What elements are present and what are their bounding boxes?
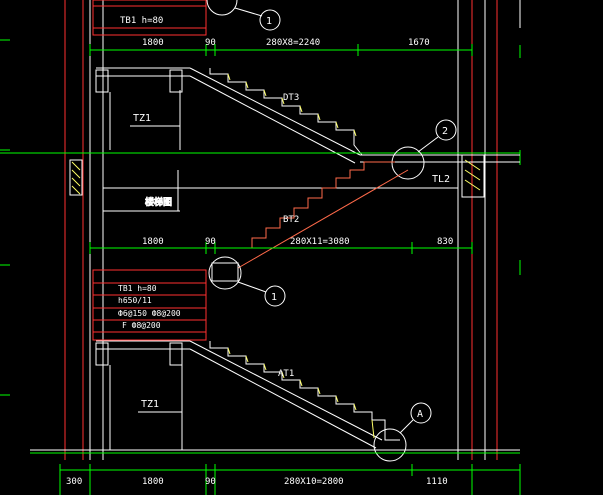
middle-landing-hatch xyxy=(71,159,481,195)
tb1-top-box xyxy=(92,0,207,36)
dim-r3-c: 90 xyxy=(205,477,216,487)
flight-at1 xyxy=(209,341,400,441)
callout-number-1: 1 xyxy=(266,16,272,27)
upper-landing xyxy=(95,67,361,164)
upper-landing-beam xyxy=(95,69,109,93)
upper-landing-beam-2 xyxy=(169,69,183,93)
callout-number-4: A xyxy=(417,409,423,420)
callout-number-3: 1 xyxy=(271,292,277,303)
tb1-top-label: TB1 h=80 xyxy=(120,16,163,26)
callout-2: 2 TL2 xyxy=(391,119,457,185)
tz1-lower: TZ1 xyxy=(138,365,183,450)
callout-circle-2 xyxy=(435,119,457,141)
dimension-row-1 xyxy=(89,44,473,56)
dim-r1-a: 1800 xyxy=(142,38,164,48)
dim-r3-e: 1110 xyxy=(426,477,448,487)
dt3-label: DT3 xyxy=(283,93,299,103)
tb1-mid-note0: h650/11 xyxy=(118,296,152,305)
left-hatch-block xyxy=(69,159,83,196)
edge-ticks xyxy=(0,39,521,396)
flight-dt3-hatch xyxy=(227,73,357,137)
callout-number-2: 2 xyxy=(442,126,448,137)
tb1-mid-box xyxy=(92,269,207,341)
dim-r3-a: 300 xyxy=(66,477,82,487)
flight-at1-hatch xyxy=(227,347,375,439)
dim-r2-a: 1800 xyxy=(142,237,164,247)
tz1-lower-label: TZ1 xyxy=(141,399,159,410)
dim-r3-d: 280X10=2800 xyxy=(284,477,344,487)
dim-r3-b: 1800 xyxy=(142,477,164,487)
lower-landing-beam-2 xyxy=(169,342,183,366)
tl2-beam xyxy=(461,154,485,198)
flight-dt3 xyxy=(209,68,363,156)
tz1-upper-label: TZ1 xyxy=(133,113,151,124)
dimension-row-2-text: 1800 90 280X11=3080 830 xyxy=(142,237,453,247)
dimension-row-2 xyxy=(89,242,473,254)
callout-3: 1 xyxy=(208,256,286,307)
dimension-row-3 xyxy=(59,464,521,495)
callout-circle-3 xyxy=(264,285,286,307)
lower-landing-beam xyxy=(95,342,109,366)
dim-r1-b: 90 xyxy=(205,38,216,48)
section-lines: 楼梯图 xyxy=(103,170,458,212)
tz1-upper: TZ1 xyxy=(130,90,181,150)
tb1-mid-note2: F Ф8@200 xyxy=(122,321,161,330)
at1-label: AT1 xyxy=(278,369,294,379)
callout-top: 1 xyxy=(206,0,281,31)
dim-r1-d: 1670 xyxy=(408,38,430,48)
tb1-mid-note1: Ф6@150 Ф8@200 xyxy=(118,309,181,318)
bt2-label: BT2 xyxy=(283,215,299,225)
tb1-mid-label: TB1 h=80 xyxy=(118,284,157,293)
dimension-row-3-text: 300 1800 90 280X10=2800 1110 xyxy=(66,477,448,487)
axis-lines xyxy=(64,0,498,460)
dim-r2-c: 280X11=3080 xyxy=(290,237,350,247)
tl2-label: TL2 xyxy=(432,174,450,185)
tb1-top-block: TB1 h=80 xyxy=(92,0,207,36)
dim-r1-c: 280X8=2240 xyxy=(266,38,320,48)
wall-lines xyxy=(89,0,521,460)
flight-bt2 xyxy=(237,161,409,269)
callout-circle-1 xyxy=(259,9,281,31)
dimension-row-1-text: 1800 90 280X8=2240 1670 xyxy=(142,38,430,48)
ground-line xyxy=(30,449,520,454)
tb1-mid-block: TB1 h=80 h650/11 Ф6@150 Ф8@200 F Ф8@200 xyxy=(92,269,207,341)
callout-4: A xyxy=(373,402,432,462)
callout-circle-4 xyxy=(410,402,432,424)
hatch-note: 楼梯图 xyxy=(145,196,172,208)
lower-landing xyxy=(95,340,383,450)
dim-r2-b: 90 xyxy=(205,237,216,247)
dim-r2-d: 830 xyxy=(437,237,453,247)
